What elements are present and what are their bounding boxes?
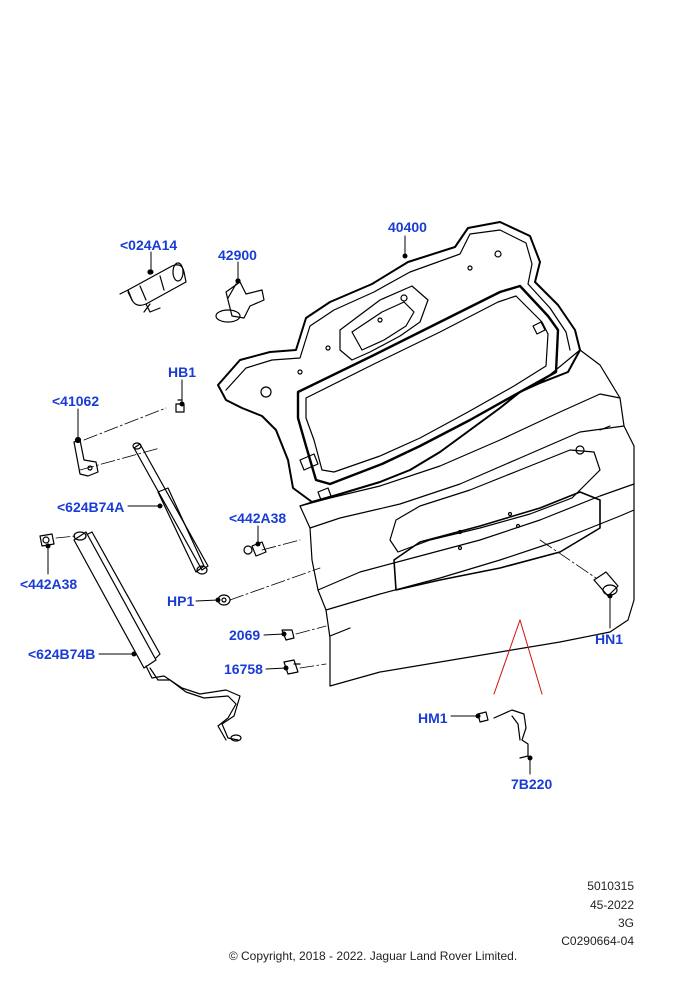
- label-40400[interactable]: 40400: [388, 219, 427, 235]
- diagram-model-year: 45-2022: [589, 898, 634, 912]
- clip-2069: [281, 629, 295, 641]
- label-42900[interactable]: 42900: [218, 247, 257, 263]
- label-pointers: [47, 235, 611, 775]
- label-HN1[interactable]: HN1: [595, 631, 624, 647]
- label-024A14[interactable]: <024A14: [120, 237, 178, 253]
- bolt-HM1: [477, 711, 489, 723]
- gas-strut-624B74A: [132, 442, 209, 575]
- label-624B74A[interactable]: <624B74A: [57, 499, 125, 515]
- label-7B220[interactable]: 7B220: [511, 776, 553, 792]
- power-strut-624B74B: [73, 531, 242, 742]
- switch-bracket-7B220: [493, 709, 529, 759]
- label-HM1[interactable]: HM1: [418, 710, 448, 726]
- bump-stop-HN1: [593, 571, 619, 597]
- ball-stud-442A38-upper: [243, 541, 267, 557]
- leader-lines: [55, 407, 597, 669]
- hinge-42900: [215, 278, 265, 323]
- label-41062[interactable]: <41062: [52, 393, 100, 409]
- label-16758[interactable]: 16758: [224, 661, 263, 677]
- label-442A38-lower[interactable]: <442A38: [20, 576, 78, 592]
- tailgate-outer-skin: [299, 349, 635, 687]
- label-442A38-upper[interactable]: <442A38: [229, 510, 287, 526]
- label-624B74B[interactable]: <624B74B: [28, 646, 96, 662]
- label-HB1[interactable]: HB1: [168, 364, 197, 380]
- label-2069[interactable]: 2069: [229, 627, 261, 643]
- bracket-41062: [73, 436, 99, 477]
- copyright-notice: © Copyright, 2018 - 2022. Jaguar Land Ro…: [228, 949, 518, 963]
- actuator-024A14: [119, 262, 187, 313]
- callout-lines: [493, 619, 543, 695]
- diagram-illustration-code: C0290664-04: [561, 934, 634, 948]
- diagram-section: 3G: [617, 916, 634, 930]
- label-HP1[interactable]: HP1: [167, 593, 195, 609]
- tailgate-inner-frame: [217, 221, 581, 503]
- pointer-dots: [45, 253, 613, 761]
- diagram-ref-number: 5010315: [587, 879, 634, 893]
- ball-stud-442A38-lower: [39, 533, 55, 547]
